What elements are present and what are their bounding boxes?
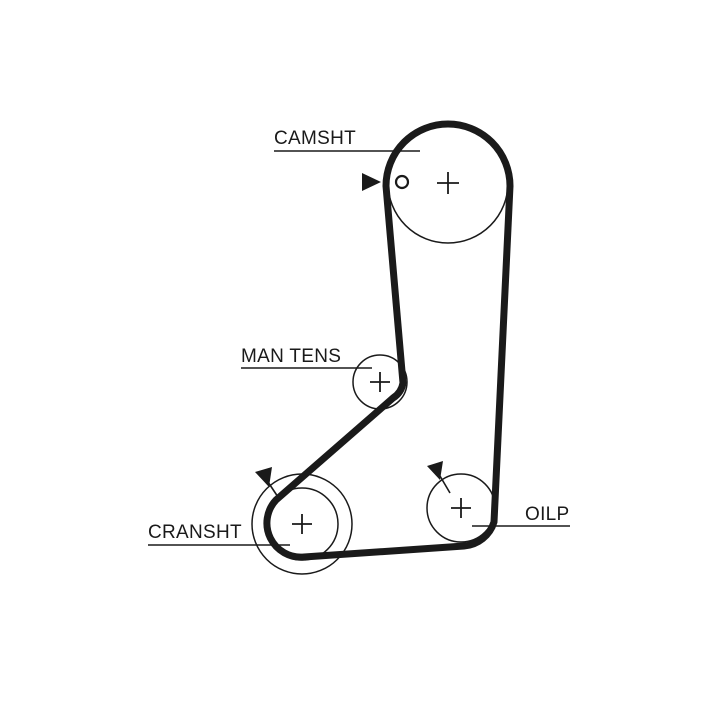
camshaft-timing-arrow-icon [362,173,381,191]
crankshaft-label: CRANSHT [148,522,242,543]
oil-pump-timing-arrow-icon [427,461,443,480]
crankshaft-timing-arrow-icon [255,467,272,487]
camshaft-label: CAMSHT [274,128,356,149]
timing-mark-circle [394,174,410,190]
manual-tensioner-label: MAN TENS [241,346,341,367]
oil-pump-pulley [426,473,496,543]
timing-belt [263,120,514,561]
oil-pump-label: OILP [525,504,570,525]
oil-pump-timing-arrow-line [439,475,451,494]
